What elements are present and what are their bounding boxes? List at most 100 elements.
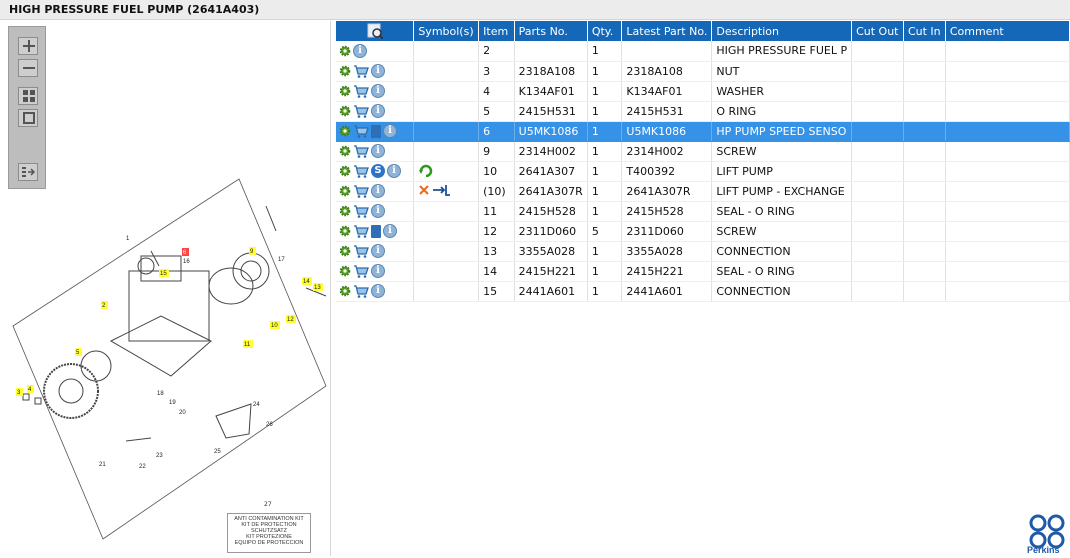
export-button[interactable]	[18, 163, 38, 181]
column-header-item[interactable]: Item	[478, 21, 515, 41]
cart-icon[interactable]	[353, 124, 369, 138]
callout-21[interactable]: 21	[99, 462, 106, 468]
callout-2[interactable]: 2	[102, 303, 106, 309]
zoom-in-button[interactable]	[18, 37, 38, 55]
gear-icon[interactable]	[339, 205, 351, 217]
column-header-part-no[interactable]: Parts No.	[514, 21, 588, 41]
callout-22[interactable]: 22	[139, 464, 146, 470]
info-icon[interactable]: i	[383, 124, 397, 138]
diagram-panel[interactable]: 1 2 3 4 5 6 9 10 11 12 13 14 15 16 17 18…	[3, 21, 331, 556]
fit-all-button[interactable]	[18, 87, 38, 105]
gear-icon[interactable]	[339, 285, 351, 297]
fit-box-button[interactable]	[18, 109, 38, 127]
gear-icon[interactable]	[339, 245, 351, 257]
info-icon[interactable]: i	[371, 204, 385, 218]
callout-3[interactable]: 3	[17, 390, 21, 396]
cart-icon[interactable]	[353, 284, 369, 298]
info-icon[interactable]: i	[371, 84, 385, 98]
callout-23[interactable]: 23	[156, 453, 163, 459]
info-icon[interactable]: i	[383, 224, 397, 238]
column-header-latest[interactable]: Latest Part No.	[621, 21, 713, 41]
cart-icon[interactable]	[353, 64, 369, 78]
exploded-diagram[interactable]: 1 2 3 4 5 6 9 10 11 12 13 14 15 16 17 18…	[11, 176, 329, 556]
gear-icon[interactable]	[339, 65, 351, 77]
callout-24[interactable]: 24	[253, 402, 260, 408]
cell-part-no: U5MK1086	[514, 121, 588, 142]
info-icon[interactable]: i	[371, 284, 385, 298]
gear-icon[interactable]	[339, 165, 351, 177]
callout-4[interactable]: 4	[28, 387, 32, 393]
gear-icon[interactable]	[339, 145, 351, 157]
superseded-icon[interactable]	[418, 163, 434, 180]
cart-icon[interactable]	[353, 104, 369, 118]
callout-26[interactable]: 26	[266, 422, 273, 428]
gear-icon[interactable]	[339, 265, 351, 277]
magnifier-icon[interactable]	[367, 23, 384, 40]
info-icon[interactable]: i	[371, 244, 385, 258]
gear-icon[interactable]	[339, 185, 351, 197]
info-icon[interactable]: i	[371, 264, 385, 278]
info-icon[interactable]: i	[371, 184, 385, 198]
info-icon[interactable]: i	[371, 144, 385, 158]
cart-icon[interactable]	[353, 184, 369, 198]
info-icon[interactable]: i	[353, 43, 367, 58]
info-icon[interactable]: i	[387, 164, 401, 178]
gear-icon[interactable]	[339, 45, 351, 57]
column-header-icons[interactable]	[336, 21, 415, 41]
info-icon[interactable]: i	[371, 104, 385, 118]
column-header-cut-in[interactable]: Cut In	[903, 21, 946, 41]
column-header-comment[interactable]: Comment	[945, 21, 1070, 41]
callout-15[interactable]: 15	[160, 271, 167, 277]
callout-5[interactable]: 5	[76, 350, 80, 356]
callout-25[interactable]: 25	[214, 449, 221, 455]
callout-9[interactable]: 9	[250, 249, 254, 255]
callout-13[interactable]: 13	[314, 285, 321, 291]
cart-icon[interactable]	[353, 244, 369, 258]
callout-10[interactable]: 10	[271, 323, 278, 329]
book-icon[interactable]	[371, 124, 381, 138]
gear-icon[interactable]	[339, 225, 351, 237]
cart-icon[interactable]	[353, 144, 369, 158]
exchange-icon[interactable]	[432, 183, 452, 200]
column-header-cut-out[interactable]: Cut Out	[851, 21, 904, 41]
column-header-description[interactable]: Description	[711, 21, 853, 41]
gear-icon[interactable]	[339, 125, 351, 137]
zoom-out-button[interactable]	[18, 59, 38, 77]
callout-11[interactable]: 11	[244, 342, 251, 348]
callout-18[interactable]: 18	[157, 391, 164, 397]
book-icon[interactable]	[371, 224, 381, 238]
cart-icon[interactable]	[353, 224, 369, 238]
callout-12[interactable]: 12	[287, 317, 294, 323]
column-header-symbols[interactable]: Symbol(s)	[413, 21, 480, 41]
cart-icon[interactable]	[353, 264, 369, 278]
cart-icon[interactable]	[353, 204, 369, 218]
not-available-icon[interactable]	[418, 184, 430, 199]
gear-icon[interactable]	[339, 85, 351, 97]
callout-6[interactable]: 6	[183, 250, 187, 256]
gear-icon[interactable]	[339, 105, 351, 117]
cart-icon[interactable]	[353, 84, 369, 98]
callout-1[interactable]: 1	[126, 236, 130, 242]
callout-19[interactable]: 19	[169, 400, 176, 406]
callout-14[interactable]: 14	[303, 279, 310, 285]
cart-icon[interactable]	[353, 164, 369, 178]
info-icon[interactable]: i	[371, 64, 385, 78]
s-icon[interactable]: S	[371, 164, 385, 178]
callout-16[interactable]: 16	[183, 259, 190, 265]
column-header-qty[interactable]: Qty.	[587, 21, 623, 41]
callout-17[interactable]: 17	[278, 257, 285, 263]
callout-20[interactable]: 20	[179, 410, 186, 416]
